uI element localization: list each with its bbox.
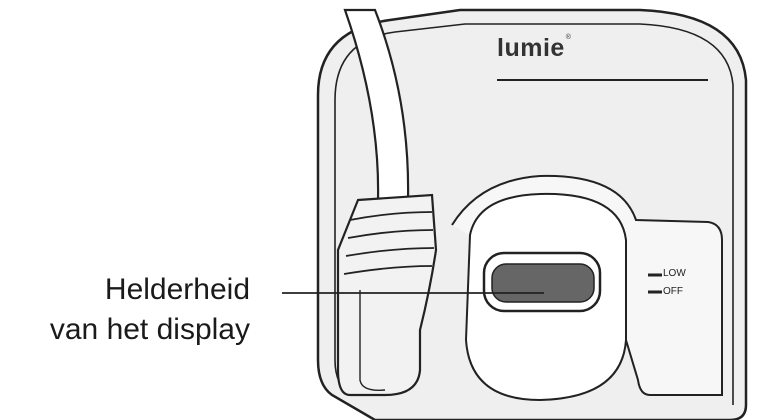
plug-ridge-1 [349,211,433,221]
switch-label-low: LOW [663,268,686,279]
brand-logo-text: lumie [497,34,565,62]
brand-logo: lumie® [497,34,571,63]
registered-mark: ® [565,34,572,41]
callout-label-line2: van het display [49,313,250,346]
callout-label-line1: Helderheid [104,273,250,306]
brightness-slider-knob[interactable] [491,263,595,303]
plug-ridge-3 [345,247,435,257]
plug-inner-shadow [359,290,386,391]
switch-label-off: OFF [663,286,683,297]
plug-ridge-4 [343,265,433,275]
plug-ridge-2 [347,229,434,239]
cable-plug [336,193,438,397]
